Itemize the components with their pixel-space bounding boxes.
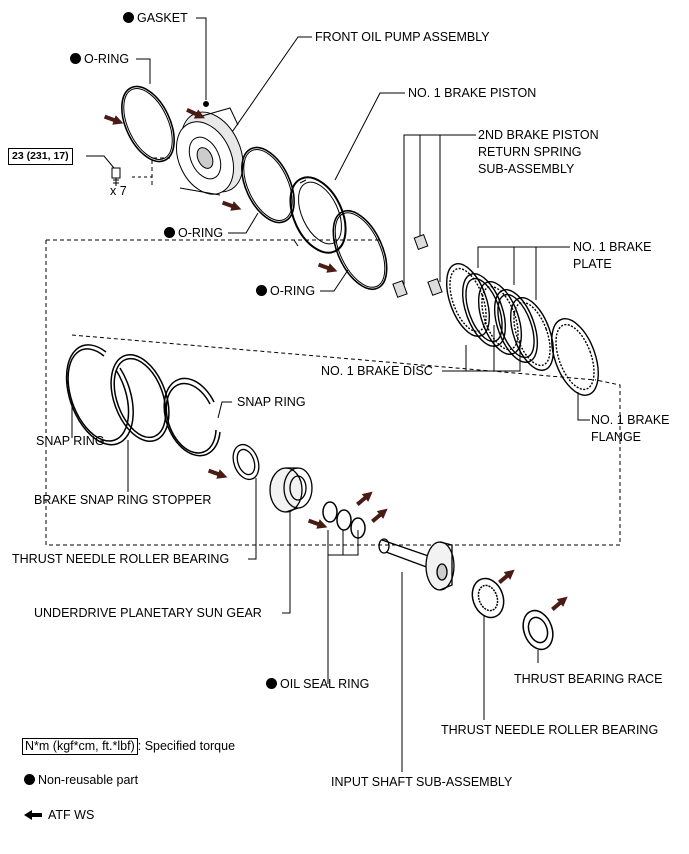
label-gasket: GASKET [123, 11, 188, 26]
bolt-quantity: x 7 [110, 184, 127, 198]
snap-ring-1 [65, 344, 134, 446]
label-return-spring-1: 2ND BRAKE PISTON [478, 128, 599, 142]
atf-arrow-icon [551, 596, 568, 611]
snap-ring-stopper [110, 354, 170, 442]
leader-front-oil-pump [229, 36, 312, 136]
label-snap-ring-stopper: BRAKE SNAP RING STOPPER [34, 493, 212, 507]
sun-gear [269, 467, 313, 513]
leader-sun-gear [282, 510, 291, 614]
label-snap-ring-2: SNAP RING [237, 395, 306, 409]
label-oil-seal-ring: OIL SEAL RING [266, 677, 369, 692]
leader-brake-flange [577, 392, 590, 421]
brake-flange [551, 318, 599, 396]
label-thrust-bearing-1: THRUST NEEDLE ROLLER BEARING [12, 552, 230, 566]
o-ring-1 [121, 85, 175, 163]
label-thrust-bearing-2: THRUST NEEDLE ROLLER BEARING [441, 723, 659, 737]
atf-arrow-icon [207, 468, 228, 479]
leader-thrust-bearing-1 [248, 478, 257, 560]
thrust-bearing-2 [471, 577, 505, 619]
label-brake-plate-1: NO. 1 BRAKE [573, 240, 652, 254]
non-reusable-dot-icon [164, 227, 175, 238]
snap-ring-2 [163, 377, 221, 457]
front-oil-pump-body [175, 101, 244, 196]
return-springs [392, 234, 443, 298]
torque-spec-box: 23 (231, 17) [8, 148, 73, 165]
label-brake-piston: NO. 1 BRAKE PISTON [408, 86, 537, 100]
non-reusable-dot-icon [24, 774, 35, 785]
atf-arrow-icon [498, 569, 515, 584]
input-shaft [378, 538, 455, 591]
legend-torque-units: N*m (kgf*cm, ft.*lbf) [22, 738, 138, 755]
thrust-race [522, 609, 554, 651]
leader-brake-plate [477, 246, 570, 300]
atf-arrow-icon [186, 107, 206, 119]
label-o-ring-1: O-RING [70, 52, 129, 67]
non-reusable-dot-icon [266, 678, 277, 689]
label-brake-disc: NO. 1 BRAKE DISC [321, 364, 433, 378]
assembly-outline [45, 157, 621, 546]
atf-arrow-icon [24, 810, 42, 820]
leader-o-ring-1 [136, 58, 151, 84]
leader-oil-seal [327, 530, 359, 684]
label-sun-gear: UNDERDRIVE PLANETARY SUN GEAR [34, 606, 262, 620]
atf-arrow-icon [103, 114, 124, 125]
brake-plates-discs [445, 263, 555, 371]
legend-non-reusable: Non-reusable part [24, 773, 138, 788]
label-return-spring-3: SUB-ASSEMBLY [478, 162, 575, 176]
bolt [111, 167, 121, 186]
label-return-spring-2: RETURN SPRING [478, 145, 582, 159]
non-reusable-dot-icon [256, 285, 267, 296]
atf-arrow-icon [371, 508, 388, 523]
atf-arrow-icon [221, 200, 242, 211]
leader-brake-piston [334, 92, 405, 181]
label-thrust-race: THRUST BEARING RACE [514, 672, 663, 686]
non-reusable-dot-icon [123, 12, 134, 23]
o-ring-3 [332, 210, 388, 290]
legend-atf: ATF WS [24, 808, 94, 823]
label-o-ring-2: O-RING [164, 226, 223, 241]
leader-o-ring-2 [228, 212, 259, 234]
oil-seal-rings [322, 501, 366, 539]
atf-arrow-icon [317, 262, 338, 273]
legend-torque-desc: : Specified torque [137, 739, 236, 753]
leader-brake-disc [442, 325, 521, 372]
label-input-shaft: INPUT SHAFT SUB-ASSEMBLY [331, 775, 513, 789]
label-brake-flange-2: FLANGE [591, 430, 642, 444]
non-reusable-dot-icon [70, 53, 81, 64]
leader-torque [86, 155, 115, 169]
thrust-bearing-1 [232, 443, 260, 481]
label-front-oil-pump: FRONT OIL PUMP ASSEMBLY [315, 30, 490, 44]
atf-arrow-icon [356, 491, 373, 506]
label-brake-flange-1: NO. 1 BRAKE [591, 413, 670, 427]
atf-arrow-icon [307, 518, 328, 529]
leader-gasket [196, 17, 207, 100]
o-ring-2 [241, 146, 295, 224]
leader-snap-ring-2 [217, 401, 232, 419]
label-brake-plate-2: PLATE [573, 257, 612, 271]
leader-o-ring-3 [320, 269, 349, 292]
leader-return-spring [403, 134, 476, 285]
legend-torque: N*m (kgf*cm, ft.*lbf): Specified torque [22, 738, 235, 755]
label-o-ring-3: O-RING [256, 284, 315, 299]
label-snap-ring-1: SNAP RING [36, 434, 105, 448]
